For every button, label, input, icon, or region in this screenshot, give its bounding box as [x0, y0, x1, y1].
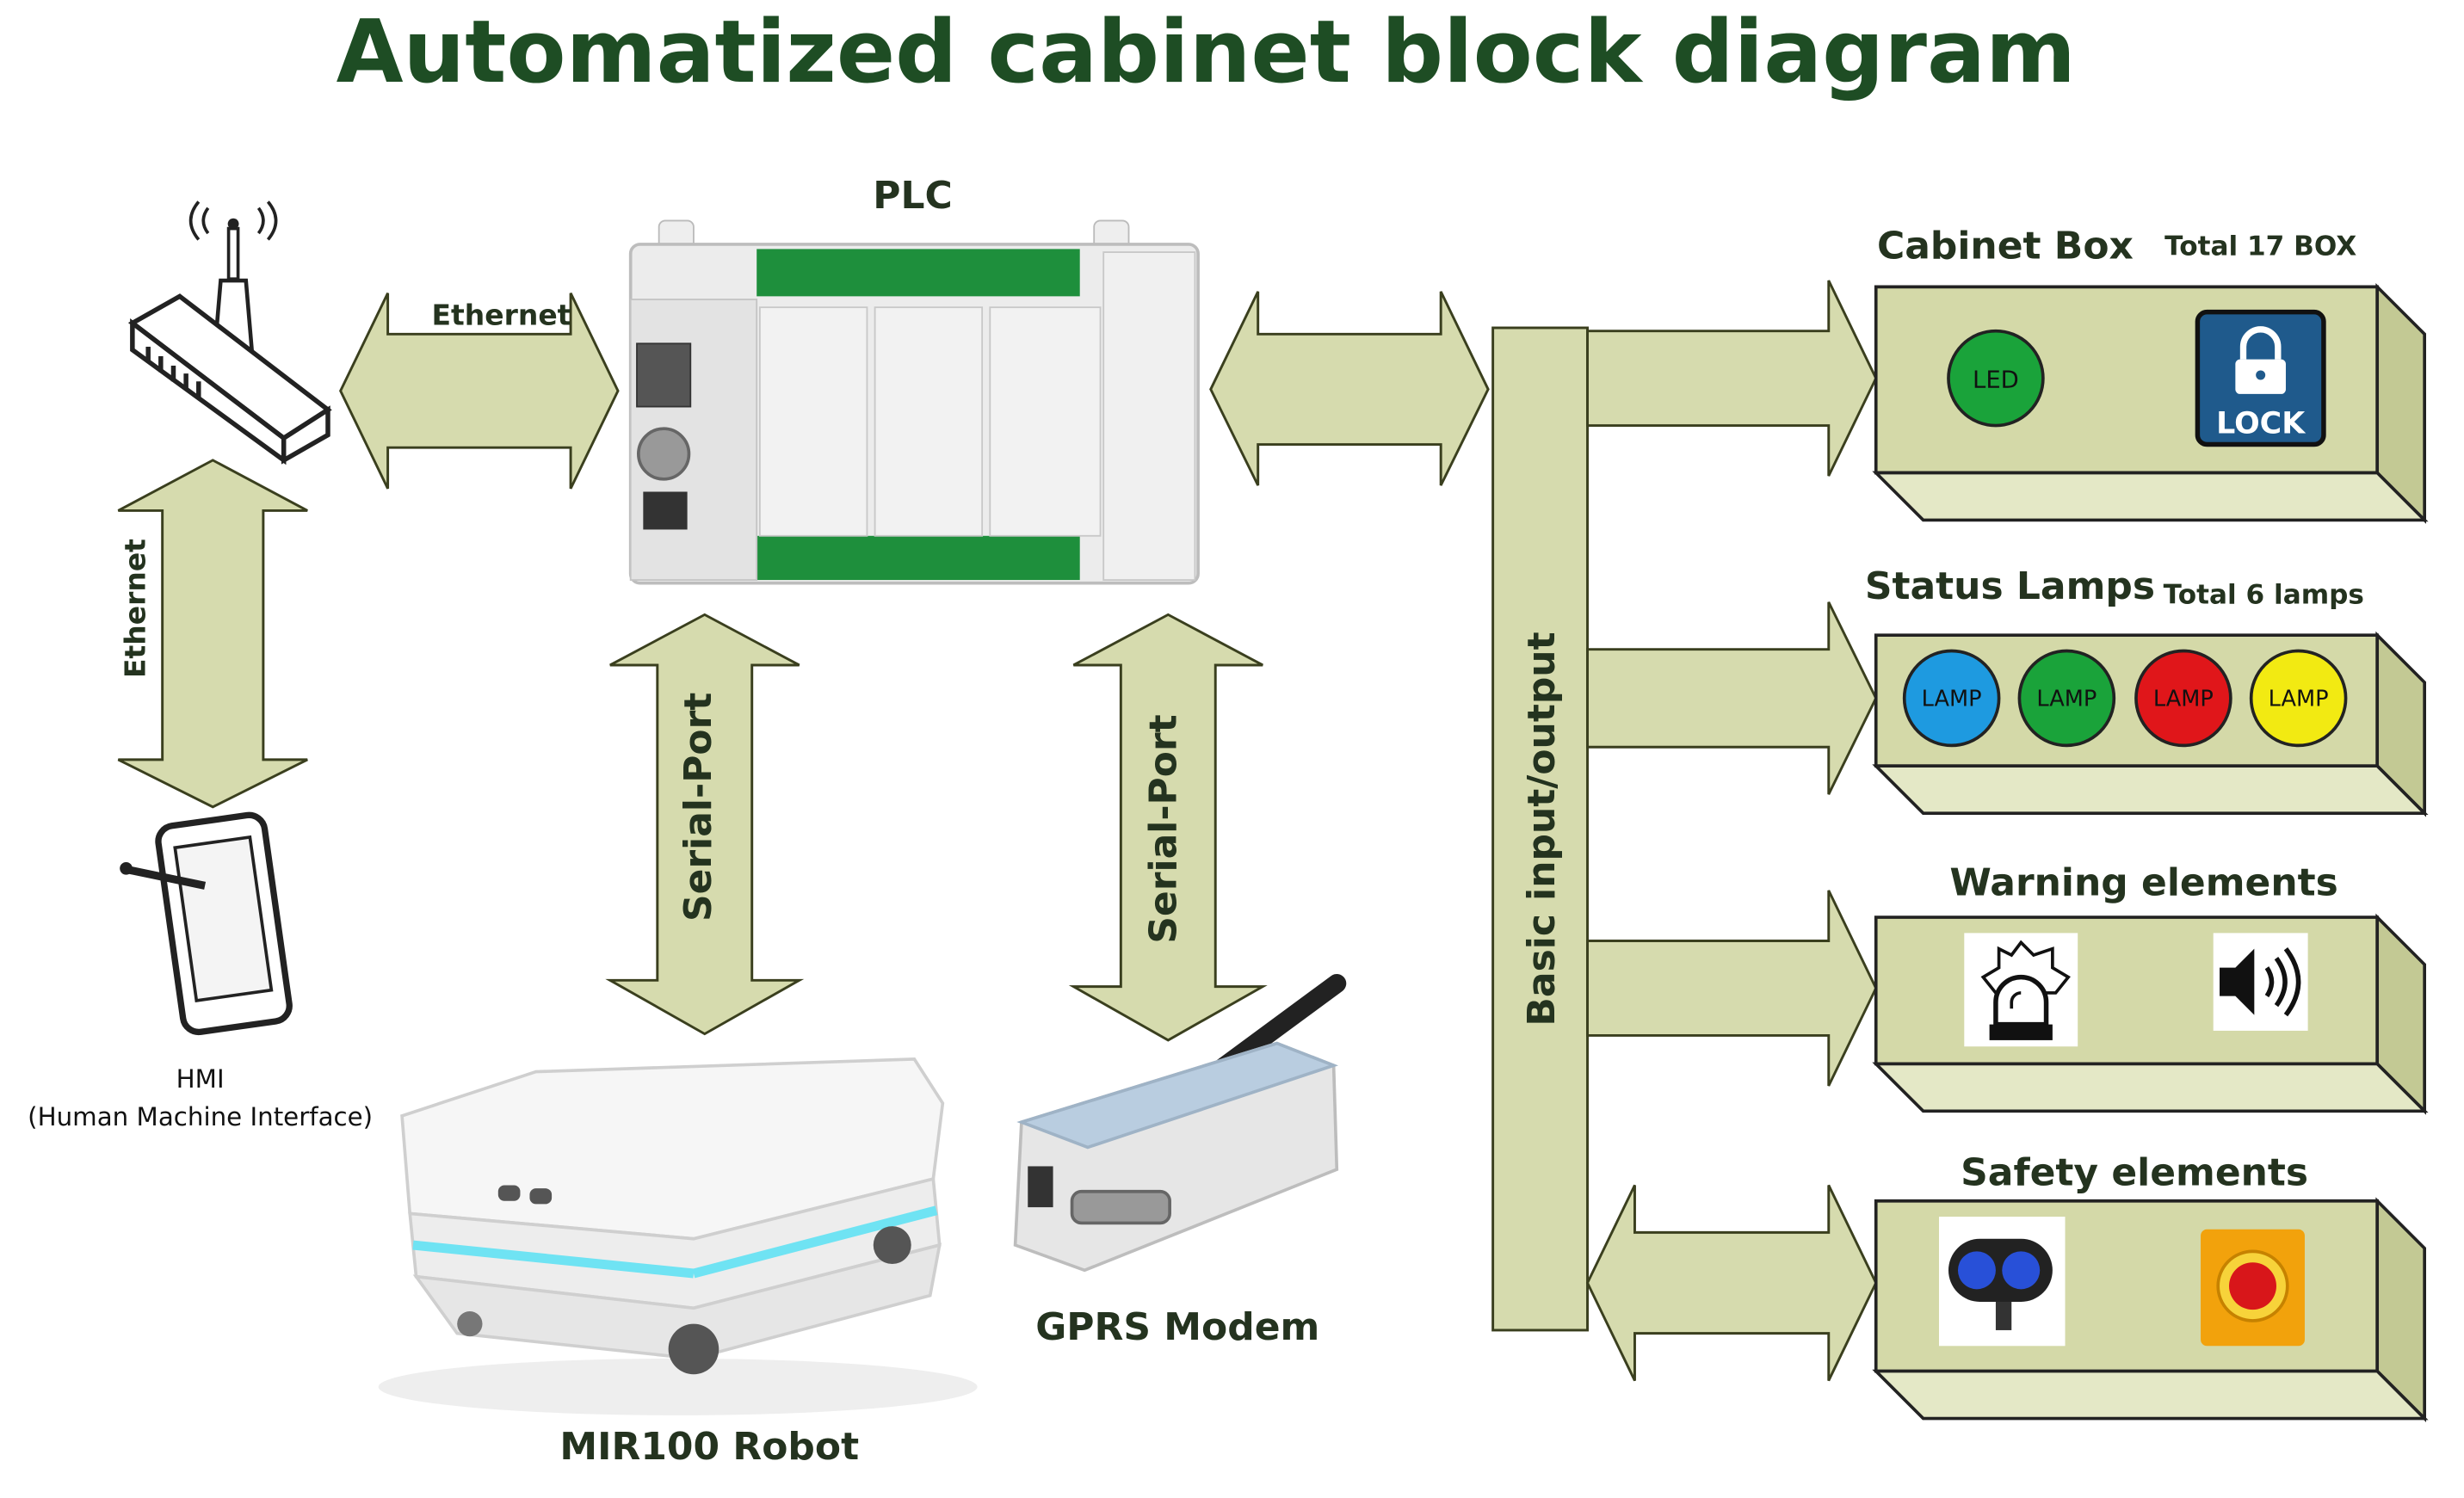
hmi-sublabel: (Human Machine Interface): [28, 1102, 373, 1131]
alarm-light-icon: [1964, 933, 2078, 1047]
serial-port-arrow-right: [1068, 613, 1268, 1042]
status-lamps-note: Total 6 lamps: [2164, 580, 2364, 611]
io-bus-label: Basic input/output: [1520, 632, 1564, 1026]
ethernet-arrow-horizontal: [339, 293, 620, 490]
ethernet-label-horizontal: Ethernet: [431, 298, 571, 331]
plc-io-arrow: [1209, 291, 1490, 486]
plc-device-icon: [628, 219, 1200, 585]
svg-text:LAMP: LAMP: [2036, 687, 2097, 712]
diagram-title: Automatized cabinet block diagram: [337, 1, 2076, 102]
modem-icon: [1013, 973, 1347, 1273]
status-lamps-panel: [1872, 631, 2429, 817]
modem-label: GPRS Modem: [1035, 1305, 1319, 1349]
io-arrow-safety-elements: [1585, 1184, 1878, 1382]
cabinet-box-note: Total 17 BOX: [2164, 231, 2356, 262]
serial-port-label-right: Serial-Port: [1141, 714, 1185, 943]
lamp-red: LAMP: [2134, 649, 2232, 748]
tablet-icon: [120, 811, 293, 1036]
svg-text:LAMP: LAMP: [1922, 687, 1982, 712]
io-arrow-status-lamps: [1586, 601, 1878, 795]
cabinet-box-title: Cabinet Box: [1877, 224, 2134, 268]
emergency-stop-icon: [2201, 1229, 2305, 1347]
hmi-label: HMI: [176, 1064, 225, 1094]
io-arrow-warning-elements: [1586, 890, 1878, 1087]
robot-label: MIR100 Robot: [559, 1425, 859, 1469]
svg-text:LAMP: LAMP: [2153, 687, 2214, 712]
lamp-blue: LAMP: [1902, 649, 2001, 748]
serial-port-label-left: Serial-Port: [676, 693, 720, 922]
router-icon: [127, 200, 332, 465]
serial-port-arrow-left: [605, 613, 805, 1036]
ethernet-arrow-vertical: [117, 459, 308, 809]
svg-text:LED: LED: [1973, 367, 2019, 394]
svg-text:LOCK: LOCK: [2216, 407, 2307, 441]
speaker-icon: [2213, 933, 2308, 1031]
lamp-yellow: LAMP: [2249, 649, 2348, 748]
lamp-green: LAMP: [2017, 649, 2116, 748]
status-lamps-title: Status Lamps: [1865, 564, 2155, 608]
plc-label: PLC: [873, 174, 952, 218]
led-indicator: LED: [1947, 329, 2045, 428]
safety-elements-title: Safety elements: [1961, 1150, 2308, 1194]
ethernet-label-vertical: Ethernet: [119, 539, 152, 678]
svg-text:LAMP: LAMP: [2269, 687, 2329, 712]
safety-scanner-icon: [1938, 1217, 2066, 1347]
io-arrow-cabinet-box: [1586, 280, 1878, 477]
lock-icon: LOCK: [2195, 309, 2326, 447]
warning-elements-title: Warning elements: [1949, 860, 2337, 904]
io-bus-bar: [1491, 326, 1589, 1332]
robot-icon: [378, 1057, 978, 1415]
warning-elements-panel: [1872, 913, 2429, 1115]
